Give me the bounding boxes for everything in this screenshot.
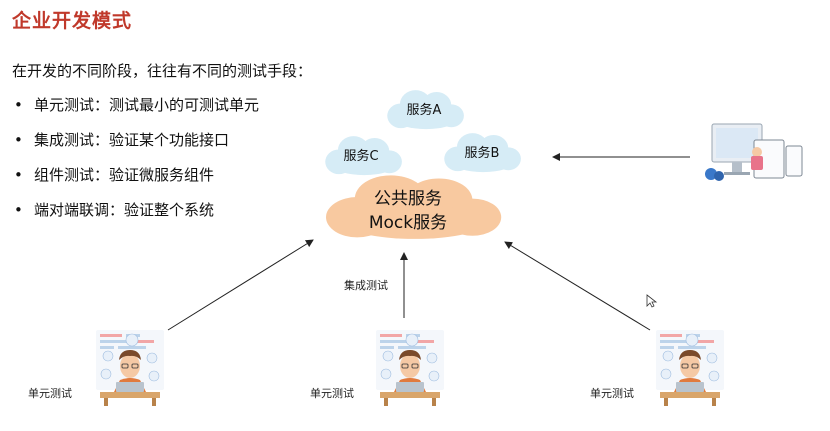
service-c-label: 服务C bbox=[343, 148, 378, 164]
unit-test-label-left: 单元测试 bbox=[28, 387, 72, 400]
bullet-unit-test: 单元测试：测试最小的可测试单元 bbox=[12, 95, 259, 130]
developer-mid-icon bbox=[375, 329, 445, 407]
cursor-icon bbox=[646, 294, 658, 308]
intro-text: 在开发的不同阶段，往往有不同的测试手段： bbox=[12, 62, 313, 80]
bullet-e2e-test: 端对端联调：验证整个系统 bbox=[12, 200, 259, 235]
bullet-integration-test: 集成测试：验证某个功能接口 bbox=[12, 130, 259, 165]
integration-test-label: 集成测试 bbox=[344, 278, 388, 292]
developer-right-icon bbox=[655, 329, 725, 407]
devices-icon bbox=[705, 123, 803, 181]
page-title: 企业开发模式 bbox=[12, 10, 133, 32]
public-service-label: 公共服务 bbox=[374, 189, 442, 209]
bullet-component-test: 组件测试：验证微服务组件 bbox=[12, 165, 259, 200]
service-a-label: 服务A bbox=[407, 102, 442, 118]
unit-test-label-right: 单元测试 bbox=[590, 387, 634, 400]
arrow-left-to-mock bbox=[167, 239, 314, 331]
arrow-right-to-mock bbox=[504, 241, 651, 331]
bullet-list: 单元测试：测试最小的可测试单元 集成测试：验证某个功能接口 组件测试：验证微服务… bbox=[12, 95, 259, 235]
unit-test-label-mid: 单元测试 bbox=[310, 387, 354, 400]
service-b-label: 服务B bbox=[465, 145, 500, 161]
developer-left-icon bbox=[95, 329, 165, 407]
mock-service-label: Mock服务 bbox=[369, 213, 447, 233]
